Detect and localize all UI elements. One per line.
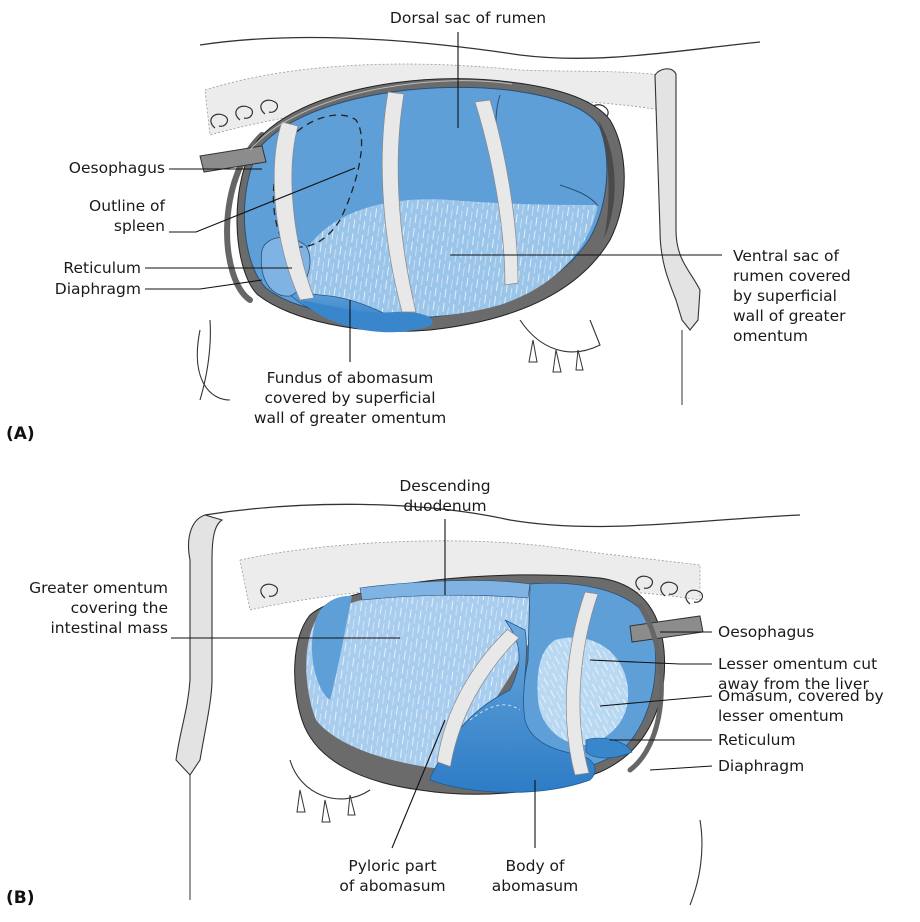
panel-a-tag: (A) [6, 424, 35, 444]
label-outline-spleen: Outline of spleen [20, 196, 165, 236]
label-descending-duodenum: Descending duodenum [375, 476, 515, 516]
panel-a-drawing [197, 38, 760, 405]
label-reticulum-a: Reticulum [20, 258, 141, 278]
label-diaphragm-b: Diaphragm [718, 756, 804, 776]
panel-b-tag: (B) [6, 888, 35, 908]
label-ventral-sac: Ventral sac of rumen covered by superfic… [733, 246, 851, 346]
label-reticulum-b: Reticulum [718, 730, 796, 750]
label-fundus: Fundus of abomasum covered by superficia… [240, 368, 460, 428]
label-dorsal-sac: Dorsal sac of rumen [388, 8, 548, 28]
label-oesophagus-a: Oesophagus [20, 158, 165, 178]
label-diaphragm-a: Diaphragm [20, 279, 141, 299]
label-oesophagus-b: Oesophagus [718, 622, 814, 642]
panel-b-drawing [176, 504, 800, 905]
label-pyloric: Pyloric part of abomasum [330, 856, 455, 896]
label-omasum: Omasum, covered by lesser omentum [718, 686, 884, 726]
label-body-abomasum: Body of abomasum [485, 856, 585, 896]
label-greater-omentum: Greater omentum covering the intestinal … [0, 578, 168, 638]
